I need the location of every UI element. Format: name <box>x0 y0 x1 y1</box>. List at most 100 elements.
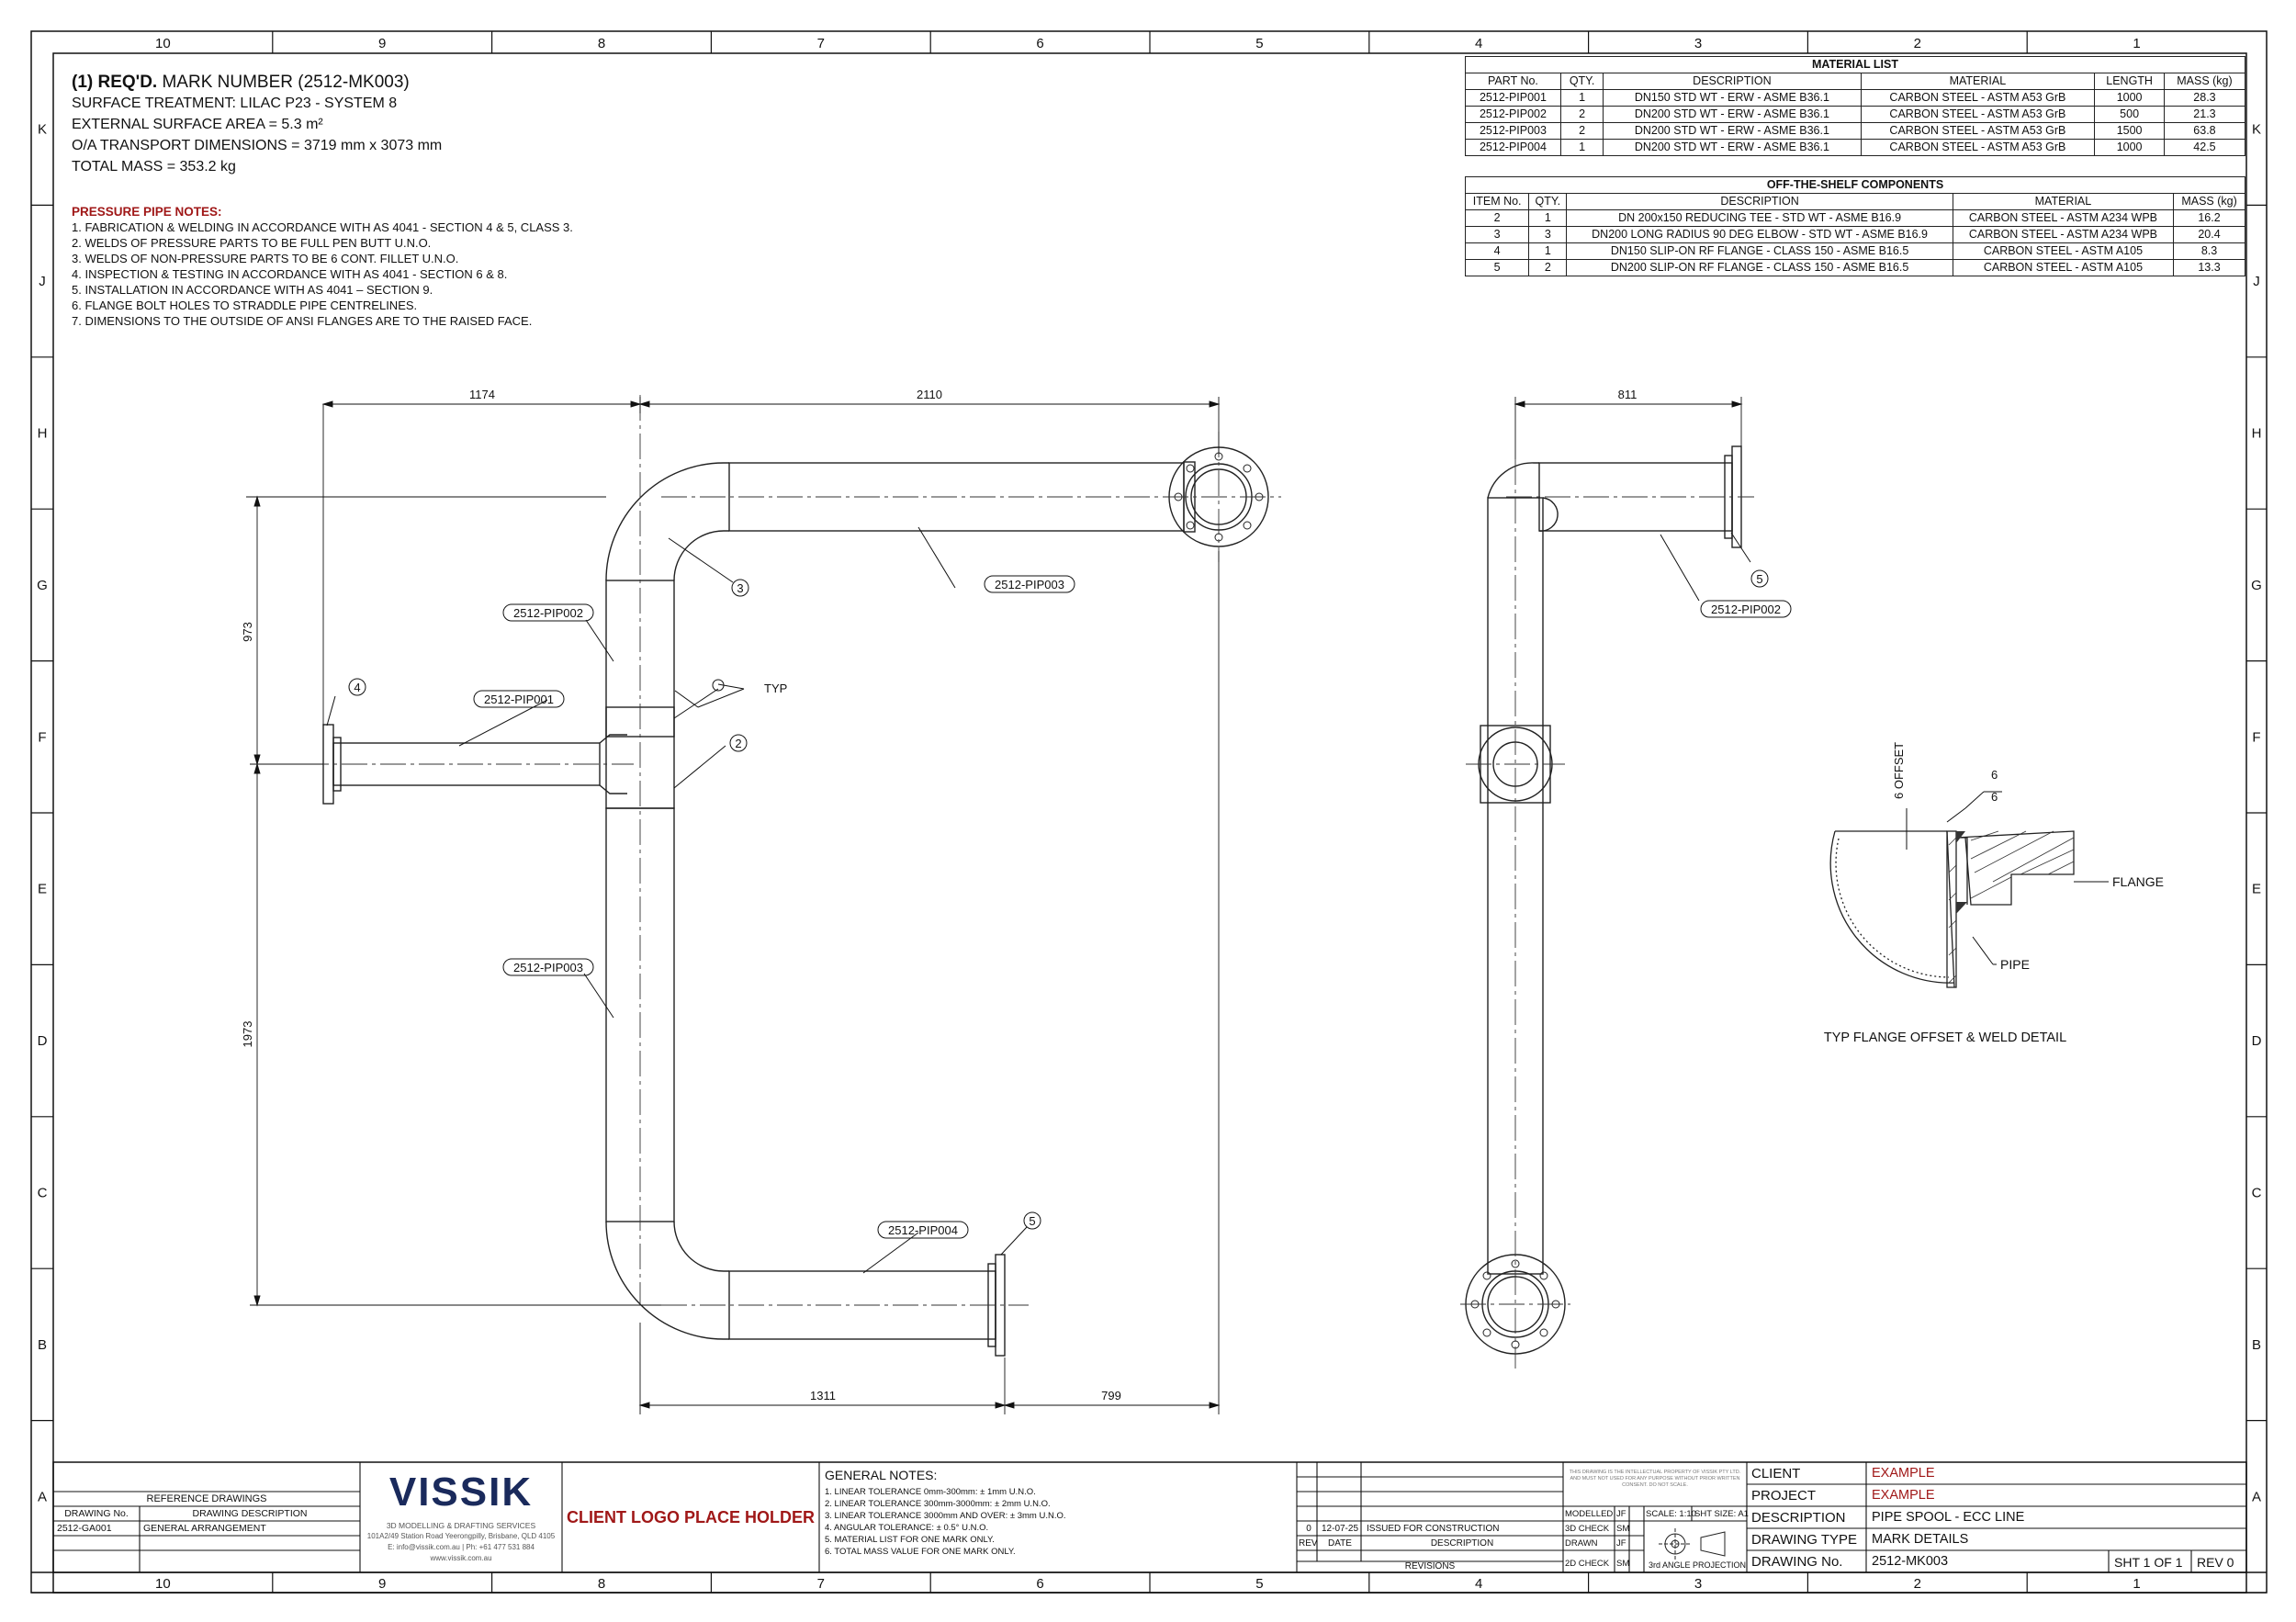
check-2d-label: 2D CHECK <box>1565 1559 1610 1569</box>
reference-row-drawing-no: 2512-GA001 <box>57 1523 112 1534</box>
frame-col-label-top: 9 <box>378 36 386 51</box>
client-logo-placeholder: CLIENT LOGO PLACE HOLDER <box>567 1508 815 1526</box>
table-cell: 2 <box>1559 106 1604 123</box>
rev-col-date: DATE <box>1328 1538 1352 1549</box>
projection-label: 3rd ANGLE PROJECTION <box>1649 1560 1747 1570</box>
table-cell: DN200 STD WT - ERW - ASME B36.1 <box>1603 122 1862 140</box>
table-cell: CARBON STEEL - ASTM A234 WPB <box>1952 209 2175 227</box>
general-note-item: 3. LINEAR TOLERANCE 3000mm AND OVER: ± 3… <box>825 1511 1066 1521</box>
check-modelled-by: JF <box>1616 1509 1626 1519</box>
title-block-lines <box>52 1461 2247 1573</box>
reference-col-drawing-no: DRAWING No. <box>64 1508 129 1519</box>
frame-row-label-left: D <box>38 1033 48 1049</box>
rev-col-description: DESCRIPTION <box>1430 1538 1494 1549</box>
revision-number: REV 0 <box>2197 1555 2234 1570</box>
tag-pip004: 2512-PIP004 <box>888 1223 958 1237</box>
frame-row-label-right: E <box>2252 882 2261 897</box>
title-field-value: 2512-MK003 <box>1872 1554 1949 1569</box>
company-contact: E: info@vissik.com.au | Ph: +61 477 531 … <box>388 1543 535 1551</box>
frame-row-label-left: A <box>38 1489 47 1504</box>
title-field-value: PIPE SPOOL - ECC LINE <box>1872 1510 2025 1525</box>
table-cell: DN200 STD WT - ERW - ASME B36.1 <box>1603 139 1862 156</box>
table-cell: 1500 <box>2094 122 2165 140</box>
column-header: PART No. <box>1465 73 1561 90</box>
frame-col-label-bottom: 7 <box>817 1576 825 1592</box>
column-header: DESCRIPTION <box>1603 73 1862 90</box>
pressure-notes-title: PRESSURE PIPE NOTES: <box>72 205 222 219</box>
table-cell: 2512-PIP004 <box>1465 139 1561 156</box>
detail-offset-label: 6 OFFSET <box>1892 742 1906 799</box>
scale: SCALE: 1:10 <box>1646 1509 1696 1519</box>
leader-lines <box>326 526 1751 1274</box>
pressure-note-item: 4. INSPECTION & TESTING IN ACCORDANCE WI… <box>72 267 508 281</box>
frame-col-label-bottom: 4 <box>1475 1576 1482 1592</box>
table-cell: CARBON STEEL - ASTM A53 GrB <box>1860 89 2096 107</box>
title-field-label: PROJECT <box>1751 1488 1817 1504</box>
pressure-note-item: 5. INSTALLATION IN ACCORDANCE WITH AS 40… <box>72 283 433 297</box>
tag-pip002: 2512-PIP002 <box>513 606 583 620</box>
check-modelled-label: MODELLED <box>1565 1509 1614 1519</box>
table-cell: 2512-PIP002 <box>1465 106 1561 123</box>
table-cell: 13.3 <box>2173 259 2245 276</box>
frame-col-label-bottom: 6 <box>1036 1576 1043 1592</box>
check-3d-label: 3D CHECK <box>1565 1524 1610 1534</box>
frame-row-label-left: F <box>38 729 46 745</box>
table-cell: 2 <box>1559 122 1604 140</box>
frame-col-label-bottom: 1 <box>2133 1576 2140 1592</box>
transport-dimensions: O/A TRANSPORT DIMENSIONS = 3719 mm x 307… <box>72 138 443 153</box>
frame-col-label-top: 3 <box>1694 36 1702 51</box>
table-cell: 2 <box>1464 209 1530 227</box>
table-cell: 3 <box>1464 226 1530 243</box>
company-web: www.vissik.com.au <box>430 1554 492 1562</box>
table-cell: 20.4 <box>2173 226 2245 243</box>
balloon-3: 3 <box>737 581 743 595</box>
frame-col-label-bottom: 2 <box>1914 1576 1921 1592</box>
frame-row-label-right: D <box>2252 1033 2262 1049</box>
material-list-title: MATERIAL LIST <box>1465 56 2245 73</box>
table-cell: 21.3 <box>2163 106 2246 123</box>
frame-row-label-left: K <box>38 122 47 138</box>
check-3d-by: SM <box>1616 1524 1630 1534</box>
column-header: QTY. <box>1528 193 1568 210</box>
projection-symbol <box>1659 1528 1726 1560</box>
general-note-item: 4. ANGULAR TOLERANCE: ± 0.5° U.N.O. <box>825 1523 989 1533</box>
surface-area: EXTERNAL SURFACE AREA = 5.3 m² <box>72 117 323 132</box>
table-cell: CARBON STEEL - ASTM A53 GrB <box>1860 106 2096 123</box>
weld-detail <box>1829 830 2075 988</box>
required-qty: (1) REQ'D. <box>72 73 158 92</box>
rev-col-rev: REV <box>1299 1538 1318 1549</box>
table-cell: DN150 STD WT - ERW - ASME B36.1 <box>1603 89 1862 107</box>
table-cell: 2512-PIP001 <box>1465 89 1561 107</box>
frame-row-label-left: B <box>38 1337 47 1353</box>
dimension-lines <box>246 397 1221 1414</box>
frame-row-label-right: F <box>2252 729 2260 745</box>
column-header: MASS (kg) <box>2173 193 2245 210</box>
general-note-item: 6. TOTAL MASS VALUE FOR ONE MARK ONLY. <box>825 1547 1016 1557</box>
table-cell: DN 200x150 REDUCING TEE - STD WT - ASME … <box>1566 209 1953 227</box>
table-cell: 1 <box>1528 242 1568 260</box>
general-note-item: 5. MATERIAL LIST FOR ONE MARK ONLY. <box>825 1535 995 1545</box>
title-field-label: DESCRIPTION <box>1751 1510 1846 1526</box>
table-cell: 1000 <box>2094 89 2165 107</box>
frame-col-label-top: 8 <box>598 36 605 51</box>
table-cell: DN200 SLIP-ON RF FLANGE - CLASS 150 - AS… <box>1566 259 1953 276</box>
table-cell: CARBON STEEL - ASTM A53 GrB <box>1860 139 2096 156</box>
pressure-note-item: 7. DIMENSIONS TO THE OUTSIDE OF ANSI FLA… <box>72 314 533 328</box>
table-cell: 1 <box>1559 139 1604 156</box>
frame-col-label-top: 1 <box>2133 36 2140 51</box>
frame-row-label-right: C <box>2252 1186 2262 1201</box>
table-cell: 500 <box>2094 106 2165 123</box>
table-cell: CARBON STEEL - ASTM A234 WPB <box>1952 226 2175 243</box>
general-note-item: 2. LINEAR TOLERANCE 300mm-3000mm: ± 2mm … <box>825 1499 1051 1509</box>
frame-row-label-left: J <box>39 274 46 289</box>
rev-row-date: 12-07-25 <box>1321 1524 1359 1534</box>
reference-title: REFERENCE DRAWINGS <box>146 1493 267 1504</box>
